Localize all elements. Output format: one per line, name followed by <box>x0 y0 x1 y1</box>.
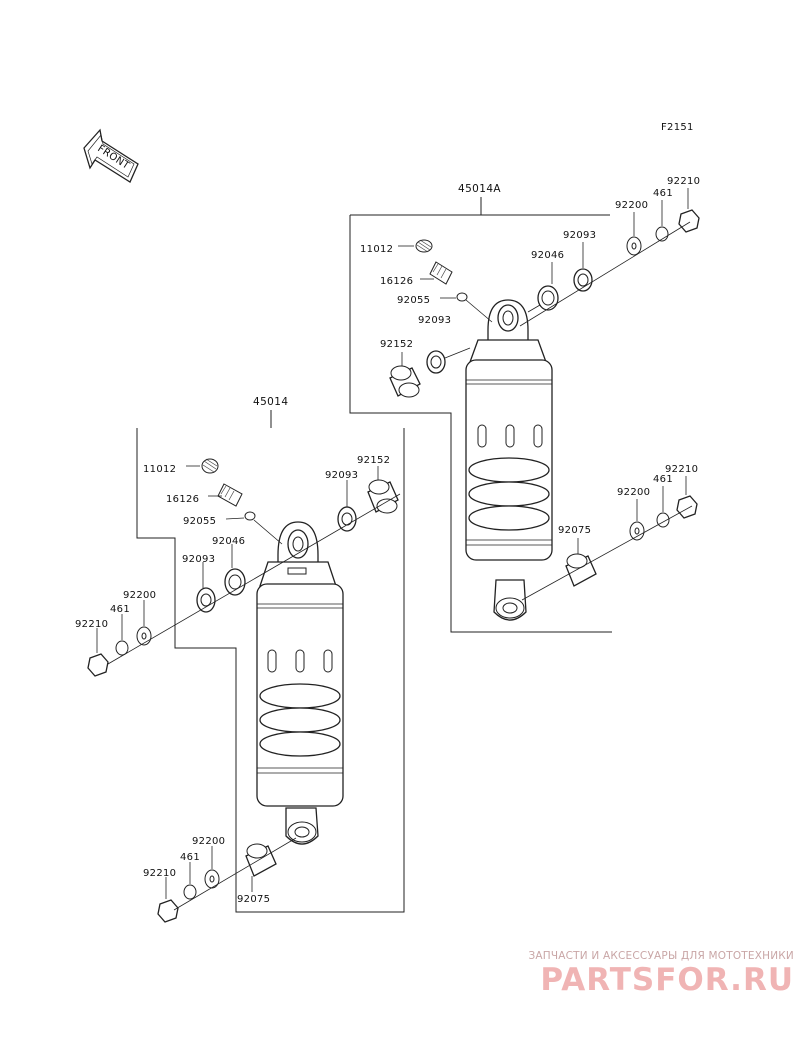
watermark-subtitle: ЗАПЧАСТИ И АКСЕССУАРЫ ДЛЯ МОТОТЕХНИКИ <box>528 950 794 962</box>
right-bottom-hardware <box>521 476 698 601</box>
r-label-92200b: 92200 <box>617 487 650 498</box>
l-label-92046: 92046 <box>212 536 245 547</box>
r-label-92075: 92075 <box>558 525 591 536</box>
l-label-461: 461 <box>110 604 130 615</box>
r-label-92046: 92046 <box>531 250 564 261</box>
l-label-92093b: 92093 <box>325 470 358 481</box>
left-bottom-hardware <box>157 837 297 923</box>
assembly-left-label: 45014 <box>253 396 288 408</box>
l-label-461b: 461 <box>180 852 200 863</box>
assembly-right-label: 45014A <box>458 183 501 195</box>
r-label-461: 461 <box>653 188 673 199</box>
r-label-92210: 92210 <box>667 176 700 187</box>
l-label-16126: 16126 <box>166 494 199 505</box>
r-label-92200: 92200 <box>615 200 648 211</box>
figure-code: F2151 <box>661 122 694 133</box>
l-label-11012: 11012 <box>143 464 176 475</box>
front-arrow-icon: FRONT <box>83 128 139 183</box>
r-label-92210b: 92210 <box>665 464 698 475</box>
l-label-92075: 92075 <box>237 894 270 905</box>
l-label-92200b: 92200 <box>192 836 225 847</box>
r-label-92093: 92093 <box>418 315 451 326</box>
l-label-92093a: 92093 <box>182 554 215 565</box>
shock-absorber-right <box>465 299 553 621</box>
r-label-11012: 11012 <box>360 244 393 255</box>
shock-absorber-left <box>256 521 344 845</box>
assembly-right-bracket <box>349 197 612 633</box>
watermark-logo: PARTSFOR.RU <box>540 962 794 998</box>
l-label-92200: 92200 <box>123 590 156 601</box>
l-label-92210b: 92210 <box>143 868 176 879</box>
r-label-92152: 92152 <box>380 339 413 350</box>
r-label-92055: 92055 <box>397 295 430 306</box>
r-label-92093b: 92093 <box>563 230 596 241</box>
r-label-16126: 16126 <box>380 276 413 287</box>
l-label-92210: 92210 <box>75 619 108 630</box>
right-top-hardware <box>389 188 700 398</box>
left-top-hardware <box>87 458 401 677</box>
l-label-92055: 92055 <box>183 516 216 527</box>
l-label-92152: 92152 <box>357 455 390 466</box>
r-label-461b: 461 <box>653 474 673 485</box>
assembly-left-bracket <box>136 410 405 913</box>
